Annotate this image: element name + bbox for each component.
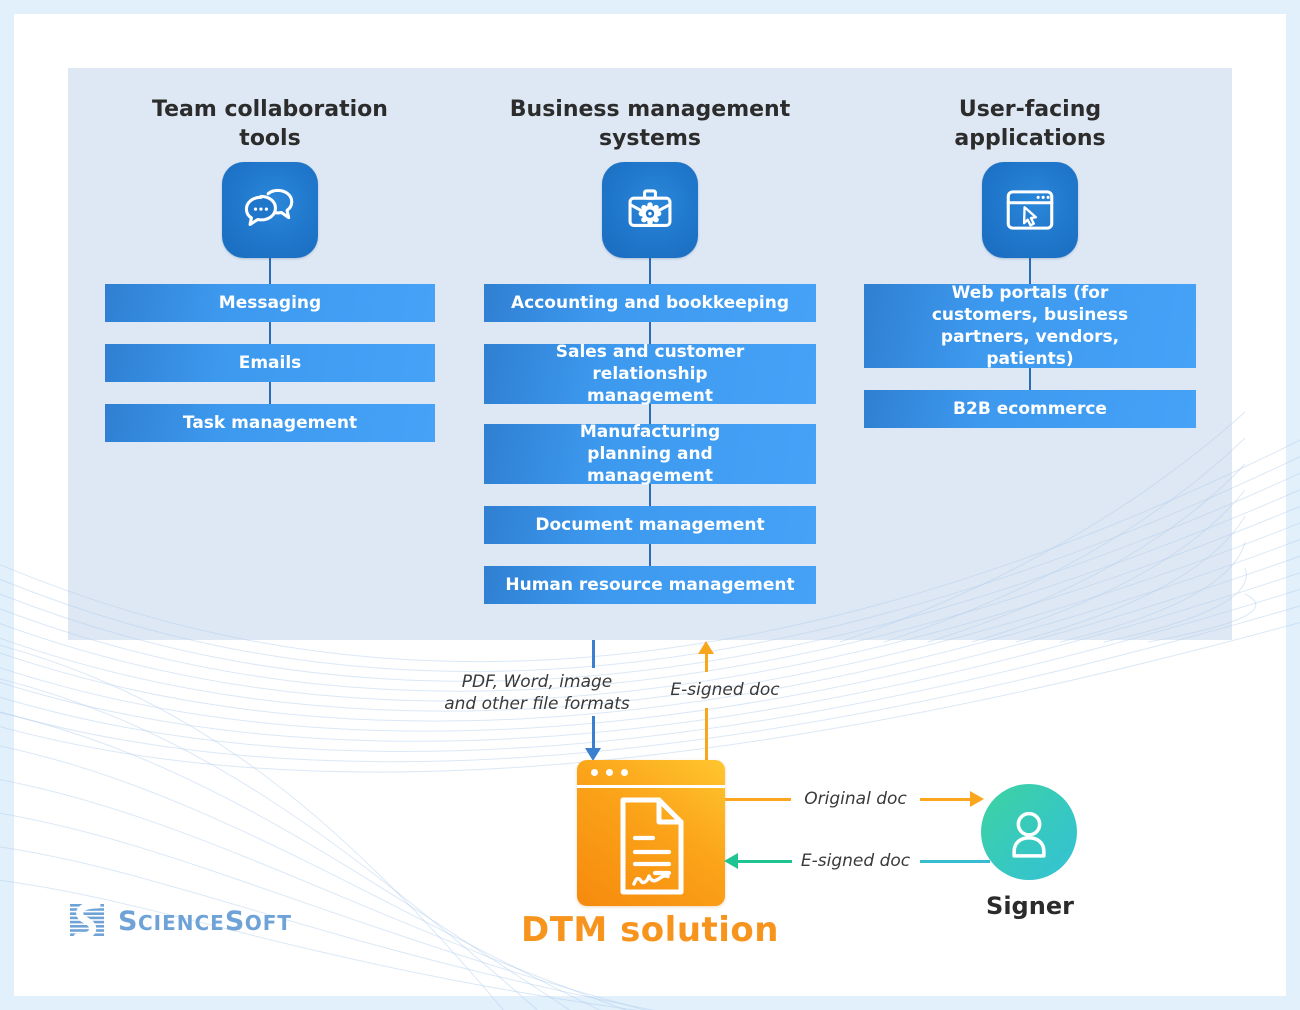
flow-label-esigned-back: E-signed doc (800, 851, 911, 871)
flow-label-input-formats: PDF, Word, image and other file formats (437, 672, 637, 716)
flow-label-original-doc: Original doc (804, 789, 907, 809)
sciencesoft-logo: ScienceSoft (66, 900, 292, 942)
bar-label: Emails (238, 352, 302, 373)
window-separator (577, 785, 725, 788)
capability-bar-accounting: Accounting and bookkeeping (484, 284, 816, 322)
connector-line-col1 (269, 258, 271, 418)
sciencesoft-logo-text: ScienceSoft (118, 905, 293, 937)
bar-label: Accounting and bookkeeping (510, 292, 789, 313)
signer-avatar (981, 784, 1077, 880)
flow-line-input-bottom (592, 716, 595, 748)
signer-label: Signer (986, 892, 1074, 920)
capability-bar-emails: Emails (105, 344, 435, 382)
bar-label: B2B ecommerce (953, 398, 1107, 419)
bar-label: Document management (535, 514, 765, 535)
flow-label-line: PDF, Word, image (461, 672, 613, 692)
column-title-business-management: Business management systems (509, 97, 791, 151)
bar-label: Messaging (218, 292, 322, 313)
flow-label-line: and other file formats (444, 693, 630, 714)
bar-label: Sales and customer relationship manageme… (555, 341, 745, 407)
column-title-user-facing: User-facing applications (954, 97, 1106, 151)
signed-document-icon (620, 797, 684, 895)
dtm-solution-label: DTM solution (520, 910, 779, 950)
person-icon (1012, 811, 1046, 858)
bar-label: Web portals (for customers, business par… (931, 282, 1129, 370)
sciencesoft-logo-icon (70, 901, 104, 941)
flow-line-esigned-top (705, 654, 708, 672)
capability-bar-hr-management: Human resource management (484, 566, 816, 604)
capability-bar-web-portals: Web portals (for customers, business par… (864, 282, 1196, 370)
chat-icon (222, 162, 318, 258)
flow-line-esignedback-left (738, 860, 792, 863)
capability-bar-messaging: Messaging (105, 284, 435, 322)
flow-line-esignedback-right (920, 860, 990, 863)
bar-label: Manufacturing planning and management (579, 421, 721, 487)
flow-line-esigned-bottom (705, 708, 708, 760)
briefcase-gear-icon (602, 162, 698, 258)
window-dots-icon (591, 769, 628, 776)
capability-bar-b2b-ecommerce: B2B ecommerce (864, 390, 1196, 428)
browser-cursor-icon (982, 162, 1078, 258)
flow-line-original-right (920, 798, 970, 801)
flow-label-esigned-up: E-signed doc (670, 680, 780, 700)
flow-line-input-top (592, 640, 595, 668)
arrow-up-icon (698, 641, 714, 654)
connector-line-col2 (649, 258, 651, 580)
capability-bar-sales-crm: Sales and customer relationship manageme… (484, 341, 816, 407)
bar-label: Task management (182, 412, 358, 433)
column-title-team-collaboration: Team collaboration tools (152, 97, 388, 151)
dtm-solution-window (577, 760, 725, 906)
capability-bar-manufacturing: Manufacturing planning and management (484, 421, 816, 487)
flow-line-original-left (725, 798, 791, 801)
bar-label: Human resource management (505, 574, 795, 595)
arrow-down-icon (585, 748, 601, 761)
arrow-left-icon (724, 853, 738, 869)
arrow-right-icon (970, 791, 984, 807)
capability-bar-task-management: Task management (105, 404, 435, 442)
capability-bar-document-management: Document management (484, 506, 816, 544)
